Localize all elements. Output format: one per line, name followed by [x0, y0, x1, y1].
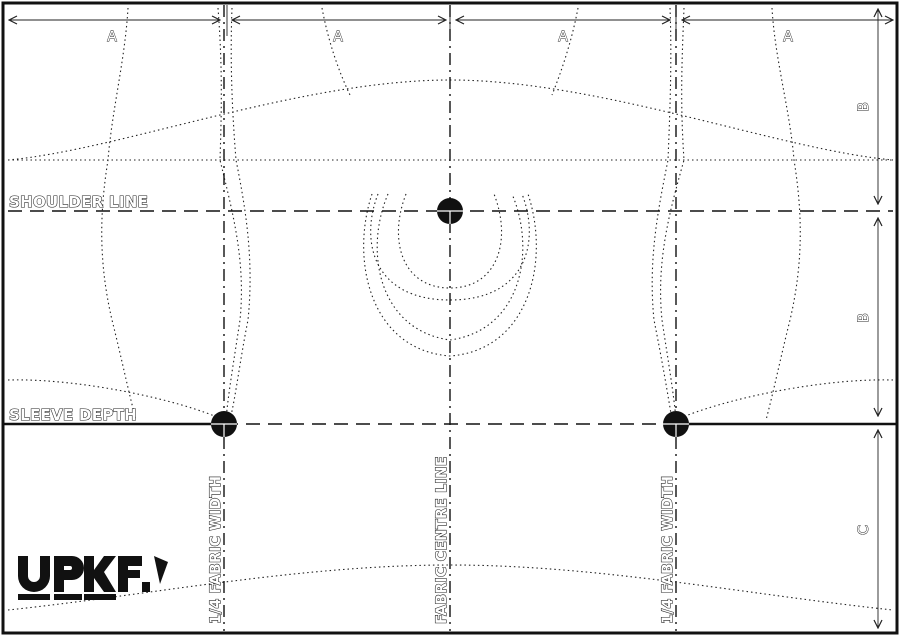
dimension-label-b2: B — [856, 313, 872, 323]
quarter-guides — [226, 5, 677, 36]
right-dimensions: B B C — [856, 9, 878, 628]
guide-lines — [3, 5, 897, 631]
dimension-label-c: C — [856, 525, 872, 535]
dimension-label-a4: A — [783, 29, 793, 45]
quarter-width-right-label: 1/4 FABRIC WIDTH — [660, 476, 676, 624]
right-dot — [663, 411, 689, 437]
centre-dot — [437, 198, 463, 224]
dimension-label-a3: A — [558, 29, 568, 45]
sleeve-depth-label: SLEEVE DEPTH — [9, 406, 137, 424]
shoulder-line-label: SHOULDER LINE — [9, 193, 148, 211]
quarter-width-left-label: 1/4 FABRIC WIDTH — [208, 476, 224, 624]
left-dot — [211, 411, 237, 437]
brand-logo — [18, 556, 168, 600]
registration-marks — [211, 198, 689, 437]
top-dimensions: A A A A — [9, 20, 893, 45]
dimension-label-a2: A — [333, 29, 343, 45]
dimension-label-b1: B — [856, 102, 872, 112]
centre-line-label: FABRIC CENTRE LINE — [434, 456, 450, 624]
dimension-label-a1: A — [107, 29, 117, 45]
